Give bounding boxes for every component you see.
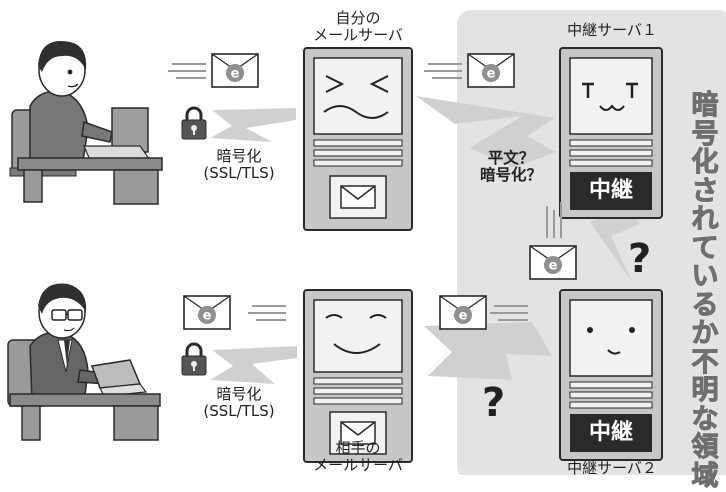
speed-lines-1: [167, 63, 207, 79]
envelope-relay2-to-partner: [439, 295, 487, 330]
relay-badge-2: 中継: [588, 420, 633, 445]
my-mail-server-label: 自分の メールサーバ: [313, 9, 403, 44]
question-mark-right: ?: [628, 236, 652, 282]
my-mail-server: [303, 47, 413, 231]
envelope-partner-to-receiver: [183, 295, 231, 330]
partner-mail-server: [303, 289, 413, 463]
speed-lines-4: [247, 305, 287, 321]
sender-person-illustration: [9, 41, 163, 205]
bolt-relay2-to-partner: [424, 322, 552, 380]
bolt-relay1-to-relay2: [590, 176, 640, 282]
envelope-sender-to-my-server: [211, 53, 259, 88]
relay-server-1: [559, 47, 663, 219]
lock-icon-top: [180, 106, 208, 141]
plain-or-encrypted-label: 平文？ 暗号化？: [479, 149, 542, 184]
bolt-partner-to-receiver: [210, 346, 297, 384]
encryption-label-bottom: 暗号化 (SSL/TLS): [203, 385, 275, 420]
speed-lines-3: [546, 202, 562, 238]
unknown-area-title: 暗 号 化 さ れ て い る か 不 明 な 領 域: [691, 90, 719, 492]
speed-lines-2: [423, 63, 463, 79]
encryption-label-top: 暗号化 (SSL/TLS): [203, 147, 275, 182]
relay-badge-1: 中継: [588, 178, 633, 203]
bolt-sender-to-my-server: [210, 108, 296, 142]
relay-server-1-label: 中継サーバ１: [567, 21, 657, 39]
question-mark-bottom: ?: [482, 380, 506, 426]
lock-icon-bottom: [180, 342, 208, 377]
relay-server-2-label: 中継サーバ２: [567, 459, 657, 477]
envelope-my-server-to-relay1: [467, 53, 515, 88]
relay-server-2: [559, 289, 663, 461]
envelope-relay1-to-relay2: [529, 245, 577, 280]
partner-mail-server-label: 相手の メールサーバ: [313, 439, 403, 474]
receiver-person-illustration: [7, 283, 161, 441]
bolt-my-server-to-relay1: [416, 96, 556, 168]
